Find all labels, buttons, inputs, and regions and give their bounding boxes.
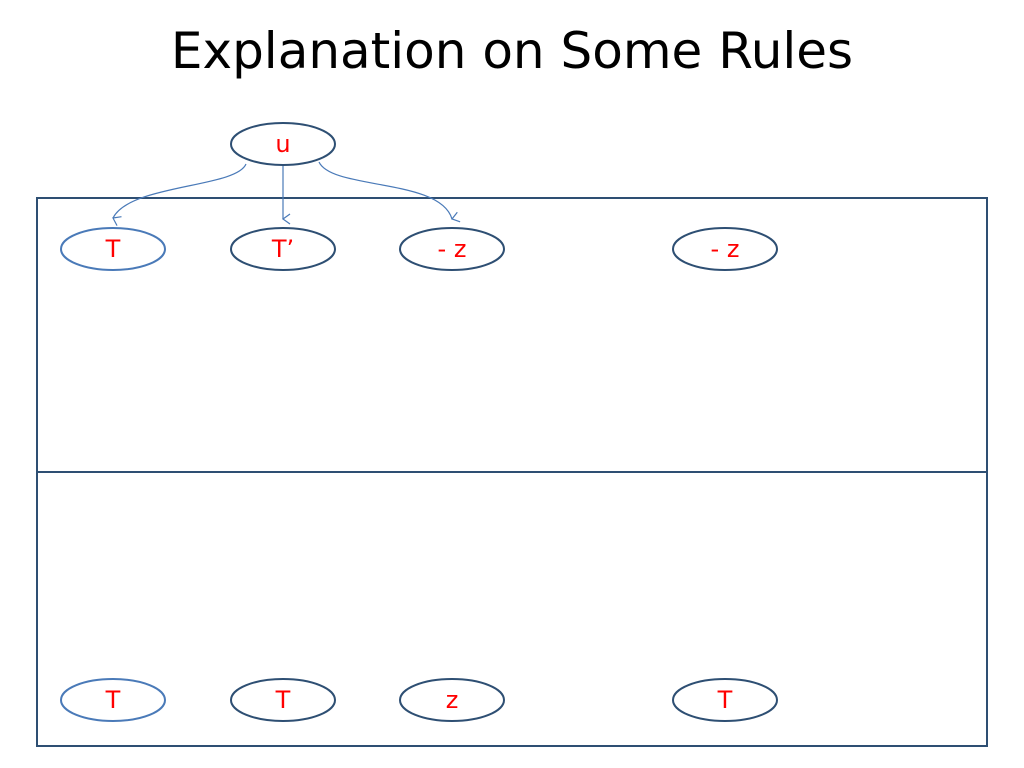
bottom-node-3-label: z	[446, 686, 459, 714]
bottom-node-1: T	[60, 678, 166, 722]
top-node-2-label: T’	[271, 235, 294, 263]
upper-box	[36, 197, 988, 473]
lower-box	[36, 471, 988, 747]
node-u-label: u	[275, 130, 290, 158]
top-node-4: - z	[672, 227, 778, 271]
node-u: u	[230, 122, 336, 166]
top-node-2: T’	[230, 227, 336, 271]
top-node-3: - z	[399, 227, 505, 271]
bottom-node-3: z	[399, 678, 505, 722]
top-node-4-label: - z	[711, 235, 740, 263]
slide-title: Explanation on Some Rules	[170, 22, 854, 80]
top-node-3-label: - z	[438, 235, 467, 263]
arrow-u-to-t	[112, 163, 247, 226]
top-node-1-label: T	[105, 235, 121, 263]
top-node-1: T	[60, 227, 166, 271]
bottom-node-2: T	[230, 678, 336, 722]
bottom-node-4: T	[672, 678, 778, 722]
bottom-node-4-label: T	[717, 686, 733, 714]
arrow-u-to-minus-z	[318, 161, 461, 223]
bottom-node-1-label: T	[105, 686, 121, 714]
bottom-node-2-label: T	[275, 686, 291, 714]
